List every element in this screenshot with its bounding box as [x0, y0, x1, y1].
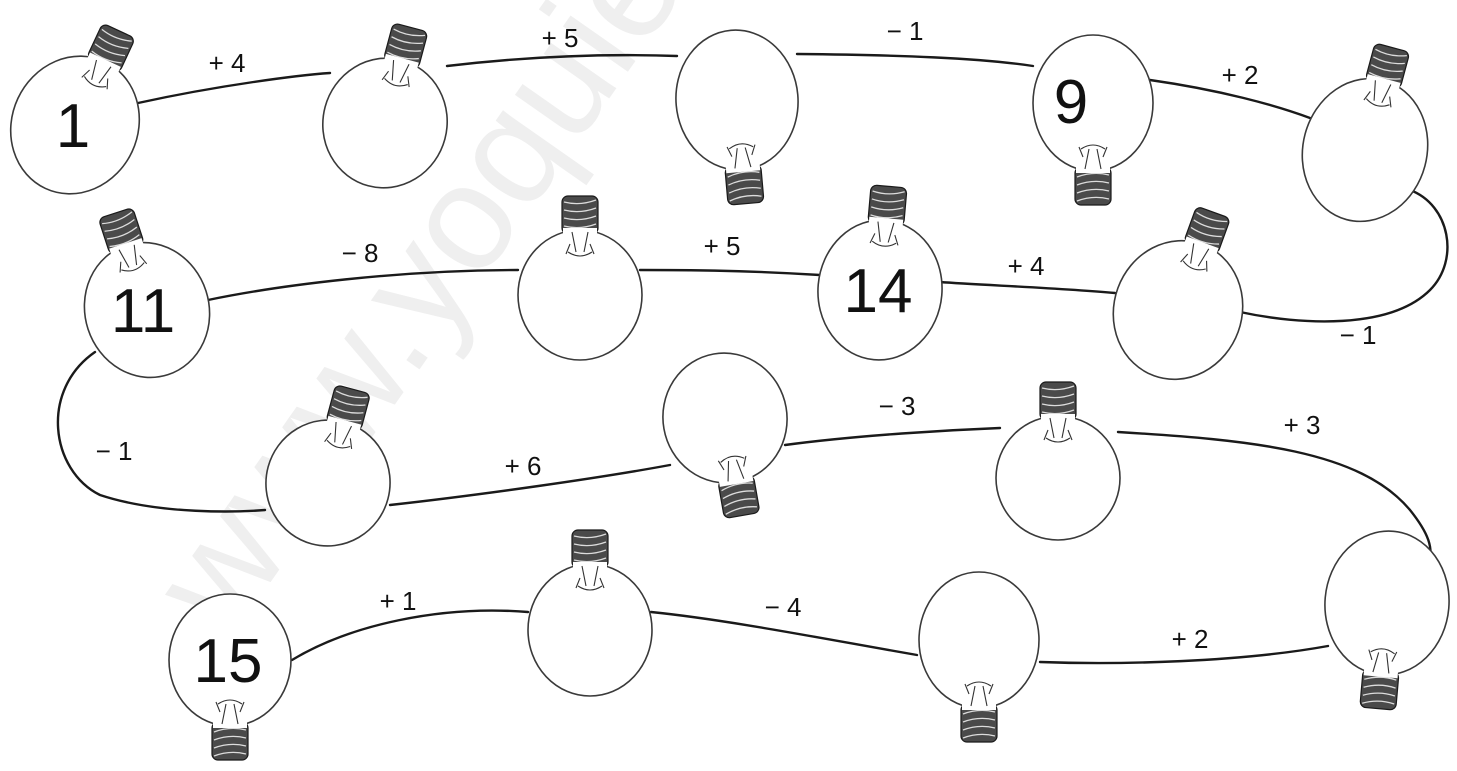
light-bulb [321, 23, 449, 189]
operation-label: − 1 [1340, 320, 1377, 350]
bulb-glass [1301, 77, 1429, 223]
operation-label: − 1 [887, 16, 924, 46]
bulb-glass [1112, 239, 1244, 381]
bulb-number: 11 [111, 277, 175, 346]
light-bulb [527, 529, 653, 697]
bulb-glass [662, 352, 788, 484]
operation-label: + 4 [209, 48, 246, 78]
light-bulb [995, 381, 1121, 541]
bulb-number: 1 [56, 92, 90, 161]
operation-label: − 3 [879, 391, 916, 421]
bulb-glass [527, 563, 653, 697]
operation-label: − 4 [765, 592, 802, 622]
light-bulb [517, 195, 643, 361]
light-bulb [675, 29, 799, 206]
operation-label: + 6 [505, 451, 542, 481]
operation-label: + 1 [380, 586, 417, 616]
light-bulb [1112, 207, 1244, 381]
light-bulb [265, 385, 391, 547]
bulb-number: 14 [844, 257, 913, 326]
operation-label: + 2 [1172, 624, 1209, 654]
operations-layer: + 4 + 5 − 1 + 2 − 8 + 5 + 4 − 1 − 1 + 6 − 3 + 3 + 1 −… [96, 16, 1377, 654]
operation-label: + 5 [542, 23, 579, 53]
operation-label: + 5 [704, 231, 741, 261]
bulb-glass [1032, 34, 1154, 172]
operation-label: + 4 [1008, 251, 1045, 281]
operation-label: − 8 [342, 238, 379, 268]
light-bulb: 11 [83, 208, 211, 379]
light-bulb [662, 352, 788, 519]
light-bulb: 14 [817, 184, 943, 361]
bulb-glass [517, 229, 643, 361]
bulb-glass [918, 571, 1040, 709]
operation-label: − 1 [96, 436, 133, 466]
bulbs-layer: 1 9 11 14 15 [9, 23, 1450, 761]
light-bulb [918, 571, 1040, 743]
light-bulb: 9 [1032, 34, 1154, 206]
operation-label: + 2 [1222, 60, 1259, 90]
bulb-number: 9 [1054, 68, 1088, 137]
bulb-glass [995, 415, 1121, 541]
light-bulb: 1 [9, 24, 141, 195]
operation-label: + 3 [1284, 410, 1321, 440]
light-bulb: 15 [168, 593, 292, 761]
light-bulb [1324, 530, 1450, 711]
light-bulb [1301, 43, 1429, 223]
bulb-number: 15 [194, 627, 263, 696]
wire-chain [56, 52, 1449, 665]
